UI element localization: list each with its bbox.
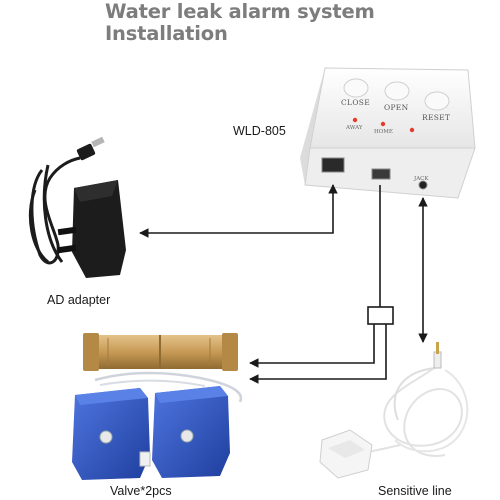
splitter-box <box>367 306 394 325</box>
home-indicator-label: HOME <box>374 129 393 135</box>
home-led <box>380 121 386 127</box>
close-button-label: CLOSE <box>341 98 370 107</box>
controller-model-label: WLD-805 <box>233 124 286 138</box>
status-led <box>409 127 415 133</box>
jack-port <box>418 180 428 190</box>
controller-box <box>300 67 476 199</box>
open-button-label: OPEN <box>384 103 409 112</box>
page-subtitle: Installation <box>105 22 228 45</box>
reset-button <box>424 91 450 111</box>
reset-button-label: RESET <box>422 113 451 122</box>
adapter-label: AD adapter <box>47 293 111 307</box>
connection-arrows <box>139 184 428 384</box>
page-title: Water leak alarm system <box>105 0 375 23</box>
close-button <box>343 78 369 98</box>
valve-arrow-lower <box>249 324 387 384</box>
valves <box>72 333 243 480</box>
away-indicator-label: AWAY <box>346 125 363 131</box>
adapter-arrow <box>139 184 338 238</box>
valve-label: Valve*2pcs <box>110 484 172 498</box>
valve-arrow-upper <box>249 324 375 368</box>
ad-adapter <box>28 136 126 278</box>
jack-port-label: JACK <box>414 176 429 182</box>
power-port <box>321 157 345 173</box>
away-led <box>352 117 358 123</box>
valve-port <box>371 168 391 180</box>
sensitive-line <box>319 342 469 479</box>
sensor-label: Sensitive line <box>378 484 452 498</box>
open-button <box>384 81 410 101</box>
